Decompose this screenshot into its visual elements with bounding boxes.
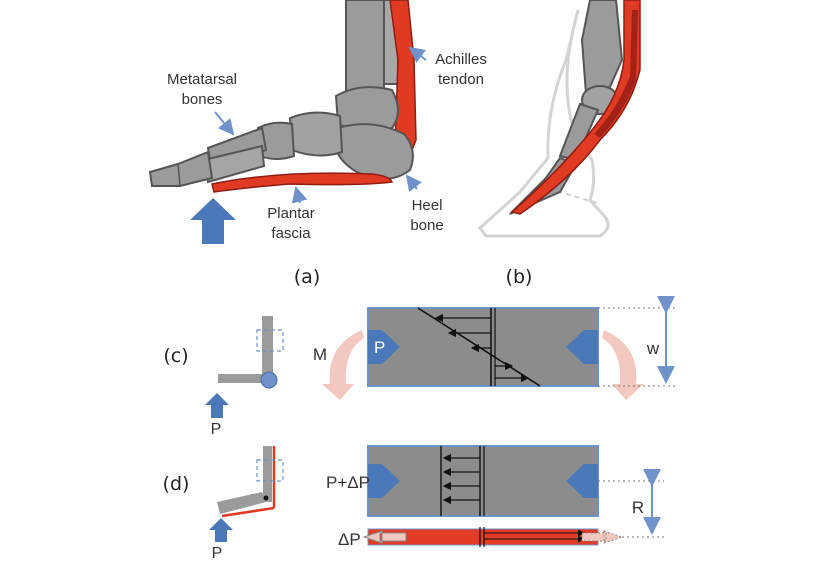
bending-block [367, 307, 599, 387]
section-box-d [256, 459, 284, 482]
delta-load-label: ΔP [338, 530, 361, 549]
tibia-bone [345, 0, 385, 93]
tarsal-bones [288, 111, 344, 157]
panel-label-b: (b) [506, 266, 533, 288]
metatarsal-label-line2: bones [182, 91, 223, 108]
pivot-joint [260, 371, 278, 389]
block-c [367, 307, 599, 387]
load-label-c-small: P [211, 421, 222, 438]
delta-load-arrow-left [362, 530, 407, 544]
metatarsal-label-line1: Metatarsal [167, 71, 237, 88]
horse-leg-illustration [477, 0, 641, 238]
plantar-fascia-shape [211, 172, 394, 193]
human-foot-illustration [148, 0, 417, 244]
load-label-d-small: P [212, 545, 223, 562]
plantar-pointer [291, 186, 308, 204]
ground-reaction-arrow [190, 198, 236, 244]
lever-angled-arm-d [217, 492, 266, 514]
heel-label-line1: Heel [412, 197, 443, 214]
achilles-label-line2: tendon [438, 71, 484, 88]
load-arrow-block-c-left [368, 330, 400, 364]
load-arrow-block-c-right [566, 330, 598, 364]
load-arrow-c [205, 393, 229, 418]
achilles-pointer [408, 46, 427, 63]
flexor-tendon [510, 0, 641, 215]
radius-label: R [632, 498, 644, 517]
section-box-c [256, 329, 284, 352]
lever-horizontal-arm [218, 374, 273, 383]
tendon-line-d-bottom [221, 506, 275, 518]
load-arrow-block-d-left [368, 464, 400, 498]
width-label: w [646, 339, 660, 358]
load-label-d-block: P+ΔP [326, 473, 370, 492]
load-arrow-block-d-right [566, 464, 598, 498]
heel-label-line2: bone [410, 217, 443, 234]
block-d [367, 445, 599, 517]
pivot-point-d [263, 495, 269, 501]
lever-schematic-c [205, 316, 284, 418]
lever-vertical-arm [262, 316, 273, 378]
delta-load-arrow-right [581, 530, 624, 544]
moment-arrow-right [602, 330, 644, 400]
hoof-outline [477, 9, 610, 238]
moment-label: M [313, 345, 327, 364]
plantar-label-line1: Plantar [267, 205, 315, 222]
plantar-label-line2: fascia [271, 225, 311, 242]
panel-label-d: (d) [163, 473, 190, 495]
phalanges-bones [148, 150, 214, 187]
lever-vertical-arm-d [263, 446, 272, 502]
heel-bone-shape [334, 123, 414, 180]
flexor-tendon-dark [594, 10, 638, 138]
compression-block [367, 445, 599, 517]
tendon-strap [362, 527, 624, 547]
panel-label-a: (a) [294, 266, 320, 288]
lever-schematic-d [209, 446, 284, 542]
moment-arrow-left [322, 330, 364, 400]
panel-label-c: (c) [163, 345, 188, 367]
load-arrow-d [209, 518, 233, 542]
load-label-c-block: P [374, 338, 385, 357]
achilles-label-line1: Achilles [435, 51, 487, 68]
cannon-bone [580, 0, 624, 102]
metatarsal-pointer [214, 111, 235, 136]
heel-pointer [405, 174, 422, 192]
